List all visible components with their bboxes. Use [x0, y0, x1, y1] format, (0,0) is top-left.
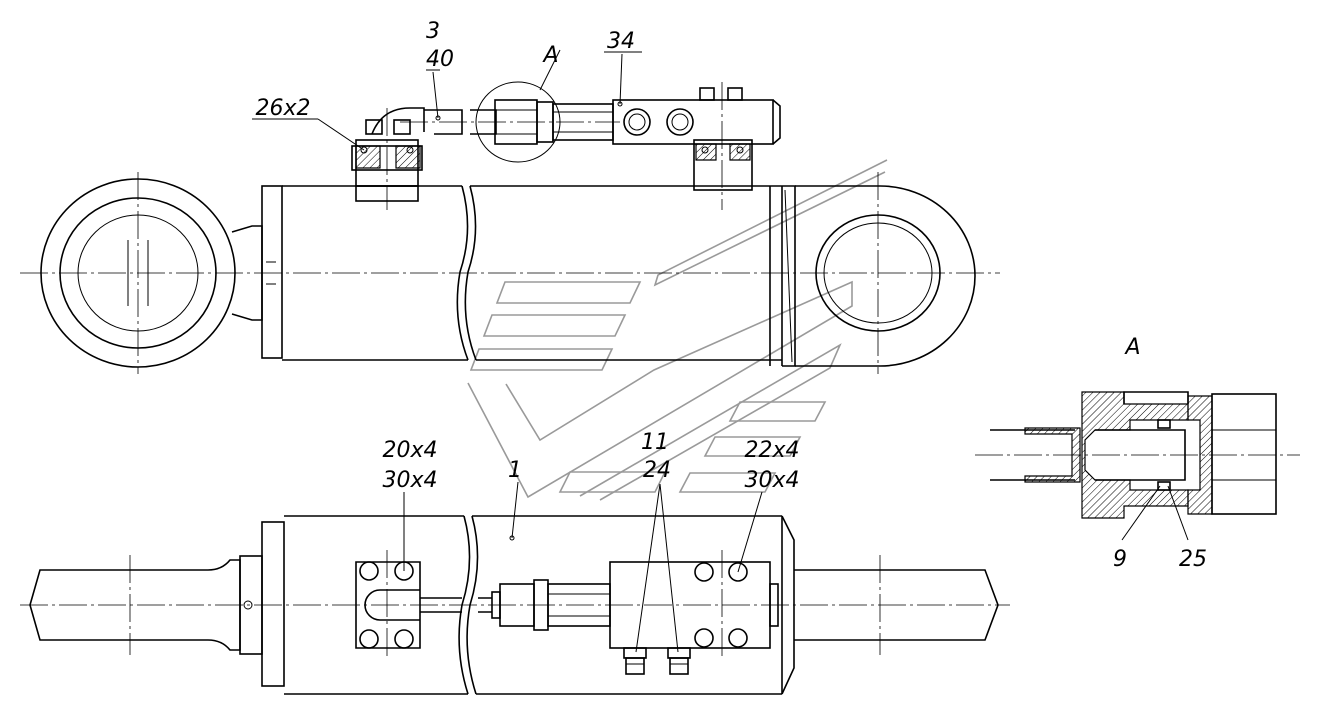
callout-25: 25: [1179, 547, 1207, 572]
left-eye: [40, 172, 283, 374]
callout-40: 40: [426, 47, 454, 72]
left-rod-end: [29, 521, 285, 687]
callout-detail-A: A: [541, 43, 558, 68]
top-view: [20, 81, 1000, 374]
right-rod-end: [794, 555, 999, 655]
barrel-bottom: [284, 515, 795, 695]
right-eye: [795, 172, 976, 374]
callout-30x4-right: 30x4: [744, 468, 799, 493]
callout-20x4: 20x4: [382, 438, 437, 463]
callout-24: 24: [643, 458, 671, 483]
left-clamp-top: [351, 107, 425, 210]
barrel-top: [282, 185, 796, 367]
valve-block-top: [612, 82, 781, 210]
leader-lines: [252, 49, 1189, 653]
callout-26x2: 26x2: [255, 96, 310, 121]
valve-block-bottom: [609, 550, 779, 675]
callout-34: 34: [607, 29, 635, 54]
callout-labels: 3 40 A 34 26x2 20x4 30x4 1 11 24 22x4 30…: [255, 19, 1207, 572]
bottom-view: [20, 515, 1010, 695]
callout-3: 3: [426, 19, 440, 44]
watermark-logo: [467, 159, 888, 501]
callout-11: 11: [641, 430, 669, 455]
detail-A-section: [975, 391, 1300, 519]
callout-9: 9: [1113, 547, 1127, 572]
callout-30x4-left: 30x4: [382, 468, 437, 493]
detail-A-title: A: [1123, 335, 1140, 360]
callout-1: 1: [508, 458, 522, 483]
pipe-top: [400, 109, 620, 135]
callout-22x4: 22x4: [744, 438, 799, 463]
left-clamp-bottom: [355, 550, 421, 660]
